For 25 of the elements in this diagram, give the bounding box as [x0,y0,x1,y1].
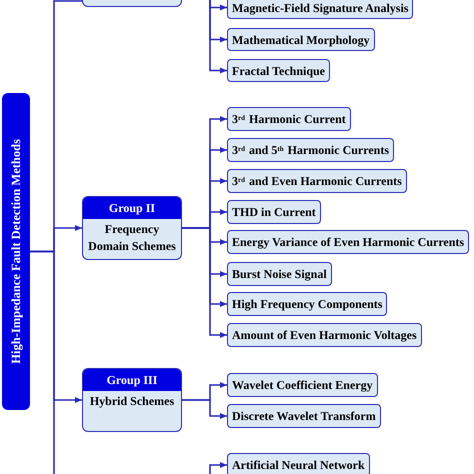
method-box: Energy Variance of Even Harmonic Currents [227,230,470,254]
method-box: Discrete Wavelet Transform [227,404,381,428]
method-box: Fractal Technique [227,59,330,82]
method-box: 3$^{rd}$ and Even Harmonic Currents [227,169,407,193]
group-box [82,368,182,432]
group-header: Group II [83,197,181,219]
root-box [2,93,30,410]
connector-arrow [182,399,227,419]
method-box: Artificial Neural Network [227,453,370,474]
method-box: Amount of Even Harmonic Voltages [227,323,422,347]
method-box: Magnetic-Field Signature Analysis [227,0,414,19]
group-label: Hybrid Schemes [88,393,176,410]
group-box [82,196,182,260]
method-box: Mathematical Morphology [227,28,375,51]
connector-arrow [182,227,227,338]
root-label: High-Impedance Fault Detection Methods [8,139,24,364]
method-box: Burst Noise Signal [227,262,332,286]
method-box: THD in Current [227,200,321,224]
connector-arrow [209,462,227,474]
method-box: 3$^{rd}$ Harmonic Current [227,107,351,131]
method-box: 3$^{rd}$ and 5$^{th}$ Harmonic Currents [227,138,394,162]
group-header: Group III [83,369,181,391]
group-label: Frequency Domain Schemes [87,221,177,255]
method-box: Wavelet Coefficient Energy [227,373,378,397]
method-box: High Frequency Components [227,292,388,316]
